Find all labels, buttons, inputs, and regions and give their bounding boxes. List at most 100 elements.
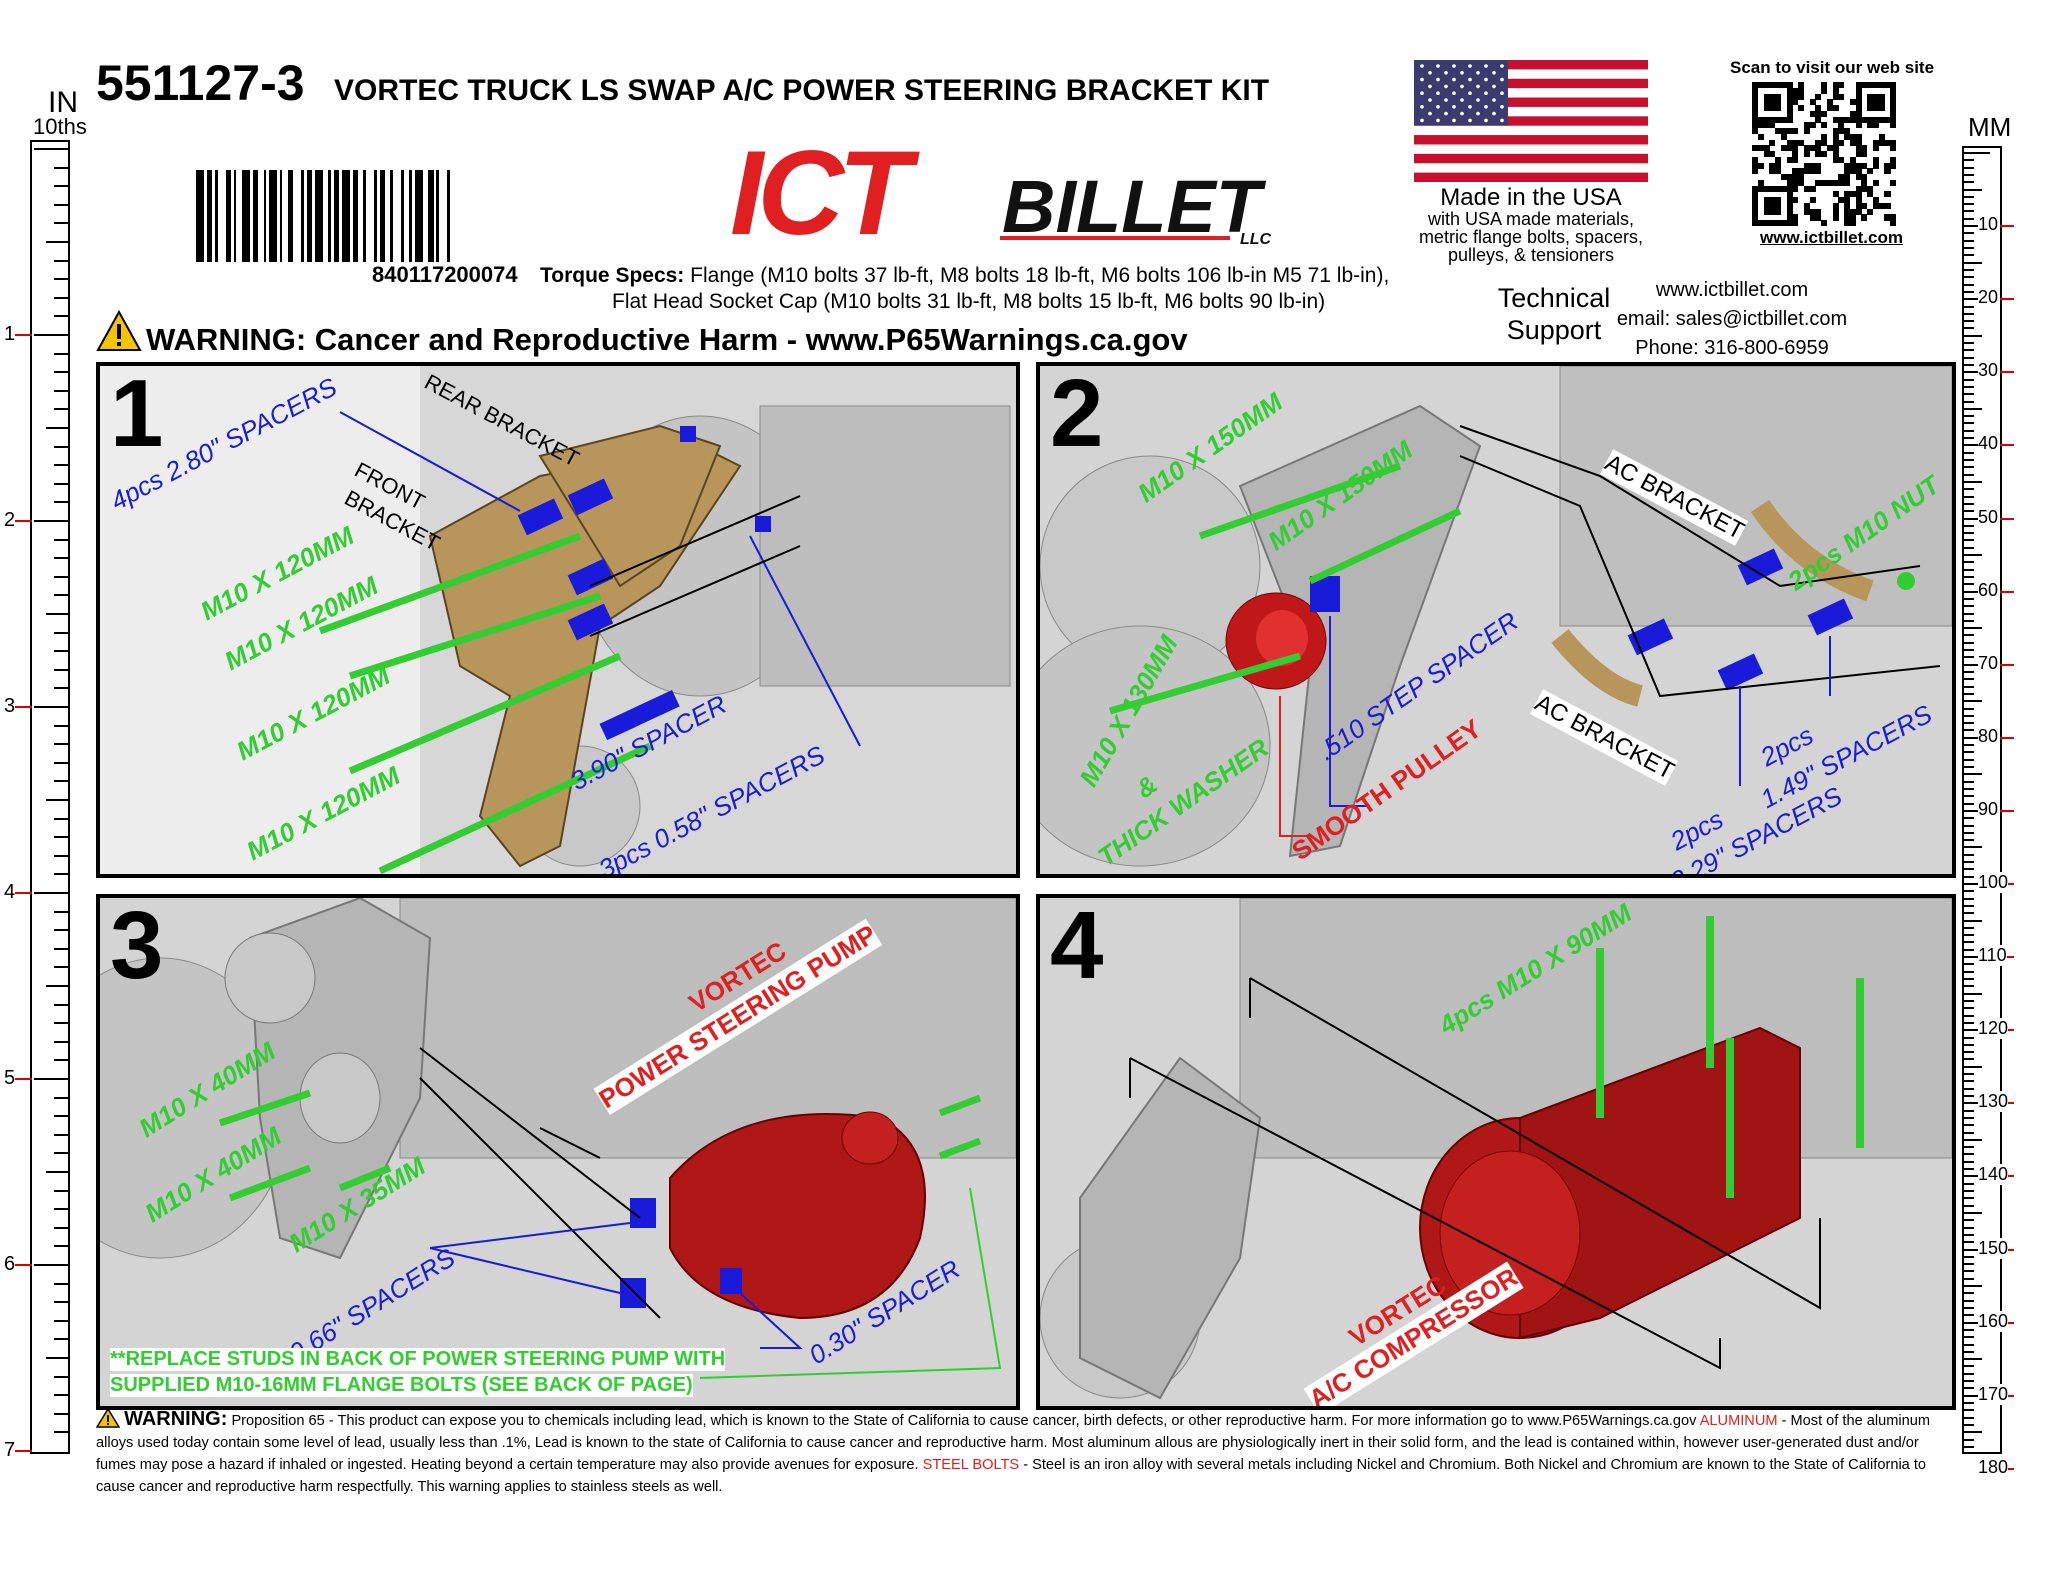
ruler-tick [54,315,68,318]
qr-module [1878,93,1885,100]
qr-module [1763,208,1770,215]
ruler-tick [54,482,68,485]
qr-module [1752,214,1759,221]
qr-module [1798,87,1805,94]
qr-module [1757,82,1764,89]
qr-url-link[interactable]: www.ictbillet.com [1760,228,1903,247]
ruler-tick [34,1264,68,1266]
qr-module [1792,168,1799,175]
upc-number: 840117200074 [372,262,518,287]
qr-module [1872,202,1879,209]
ruler-tick [1964,1204,1974,1207]
qr-module [1884,139,1891,146]
footer-text-2: - Most of the aluminum alloys used today… [96,1413,1931,1473]
ruler-mm-mark [2000,736,2014,739]
qr-module [1844,214,1851,221]
ruler-tick [1964,371,1990,374]
prop65-footer: WARNING: Proposition 65 - This product c… [95,1407,1956,1498]
qr-module [1757,179,1764,186]
qr-module [1884,214,1891,221]
qr-module [1780,185,1787,192]
qr-module [1803,208,1810,215]
qr-module [1890,99,1897,106]
qr-module [1757,162,1764,169]
support-email[interactable]: email: sales@ictbillet.com [1616,308,1848,330]
qr-module [1752,197,1759,204]
step-3-diagram [100,898,1016,1406]
qr-module [1815,139,1822,146]
qr-module [1757,185,1764,192]
ruler-tick [1964,159,1974,162]
ict-billet-logo: ICT BILLET LLC [730,136,1330,246]
barcode-bar [414,170,423,262]
ruler-tick [1964,875,1974,878]
qr-module [1855,139,1862,146]
qr-module [1855,82,1862,89]
ruler-tick [1964,268,1974,271]
tech-support-line2: Support [1506,315,1602,345]
qr-module [1809,110,1816,117]
ruler-tick [1964,437,1974,440]
qr-module [1815,208,1822,215]
ruler-tick [1964,583,1974,586]
qr-module [1757,122,1764,129]
ruler-tick [54,631,68,634]
ruler-tick [1964,422,1974,425]
ruler-tick [1964,1314,1974,1317]
ruler-mm-mark [2000,444,2014,447]
qr-code[interactable] [1752,82,1897,227]
qr-module [1878,99,1885,106]
qr-module [1867,185,1874,192]
ruler-tick [54,1319,68,1322]
ruler-tick [1964,1248,1990,1251]
ruler-tick [1964,342,1974,345]
qr-module [1855,202,1862,209]
ruler-tick [54,1245,68,1248]
ruler-tick [1964,1029,1990,1032]
ruler-tick [1964,934,1974,937]
qr-module [1844,162,1851,169]
qr-module [1763,220,1770,227]
ruler-tick [1964,787,1974,790]
qr-module [1844,168,1851,175]
ruler-tick [1964,773,1982,776]
qr-module [1815,168,1822,175]
qr-module [1855,93,1862,100]
ruler-tick [1964,1211,1982,1214]
ruler-tick [34,148,68,150]
qr-module [1884,116,1891,123]
footer-text-1: Proposition 65 - This product can expose… [231,1413,1697,1429]
ruler-mm-number: 180 [1978,1456,2009,1478]
qr-module [1786,82,1793,89]
ruler-tick [54,296,68,299]
ruler-inch-number: 3 [4,695,16,718]
footer-text-3: - Steel is an iron alloy with several me… [96,1457,1927,1495]
ruler-mm-mark [2000,225,2014,228]
support-phone[interactable]: Phone: 316-800-6959 [1635,337,1829,359]
ruler-tick [1964,700,1982,703]
ruler-tick [1964,1153,1974,1156]
qr-module [1878,139,1885,146]
qr-module [1815,151,1822,158]
ruler-tick [1964,283,1974,286]
warning-triangle-icon [96,310,142,352]
qr-module [1803,151,1810,158]
qr-module [1832,139,1839,146]
qr-module [1867,168,1874,175]
usa-flag-icon [1414,60,1648,182]
ruler-tick [54,501,68,504]
ruler-tick [34,1078,68,1080]
qr-module [1821,82,1828,89]
ruler-tick [34,892,68,894]
step-4-diagram [1040,898,1952,1406]
qr-module [1890,93,1897,100]
support-website[interactable]: www.ictbillet.com [1655,279,1809,301]
qr-module [1775,82,1782,89]
ruler-tick [1964,714,1974,717]
qr-module [1786,208,1793,215]
torque-line1: Flange (M10 bolts 37 lb-ft, M8 bolts 18 … [690,264,1390,287]
ruler-tick [1964,1102,1990,1105]
qr-module [1763,105,1770,112]
ruler-inch-mark [14,892,32,894]
qr-module [1803,122,1810,129]
